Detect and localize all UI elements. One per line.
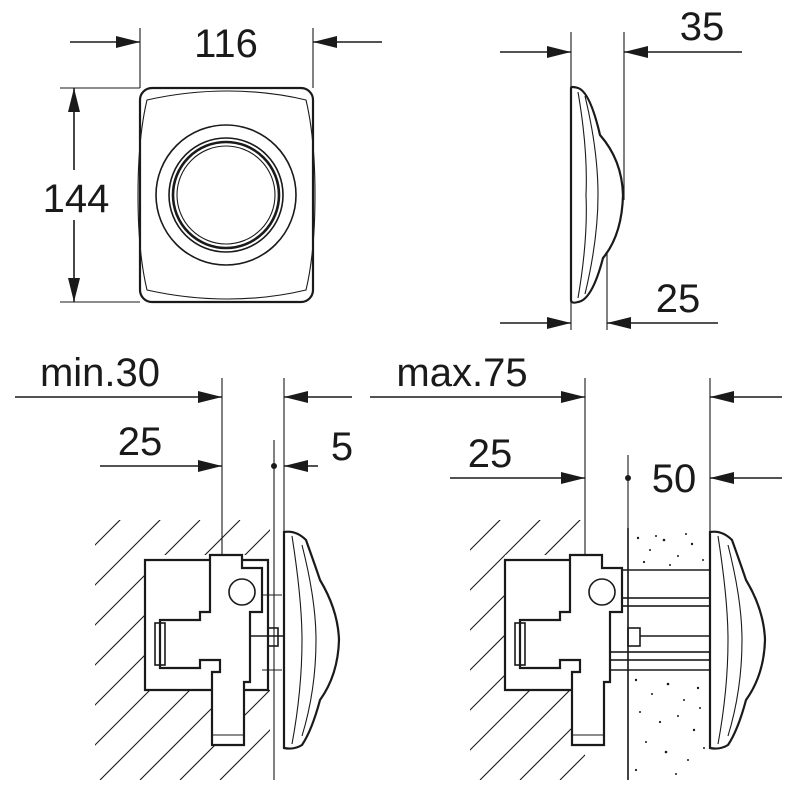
valve-body-right xyxy=(518,553,624,747)
valve-body xyxy=(158,553,264,747)
plate-profile xyxy=(569,85,625,304)
left-plate-label: 5 xyxy=(331,425,353,469)
section-max: max.75 25 50 xyxy=(370,351,782,780)
side-depth-outer-label: 35 xyxy=(680,5,725,49)
flush-button xyxy=(171,140,281,250)
front-width-label: 116 xyxy=(194,22,258,66)
front-view: 116 144 xyxy=(43,22,382,304)
side-depth-inner-label: 25 xyxy=(656,277,701,321)
max-depth-label: max.75 xyxy=(396,351,527,395)
left-depth-label: 25 xyxy=(118,420,163,464)
front-height-label: 144 xyxy=(43,177,110,221)
button-ring xyxy=(155,124,297,266)
right-depth-label: 25 xyxy=(468,432,513,476)
wall-hatching xyxy=(95,520,270,780)
side-view: 35 25 xyxy=(500,5,742,330)
width-dimension: 116 xyxy=(70,22,382,66)
cover-plate-section xyxy=(282,530,341,750)
min-depth-label: min.30 xyxy=(40,351,160,395)
height-dimension: 144 xyxy=(43,88,110,302)
right-wall-label: 50 xyxy=(652,457,697,501)
cover-plate-section-right xyxy=(708,530,767,750)
cover-plate xyxy=(138,86,315,304)
section-min: min.30 25 5 xyxy=(15,351,353,780)
